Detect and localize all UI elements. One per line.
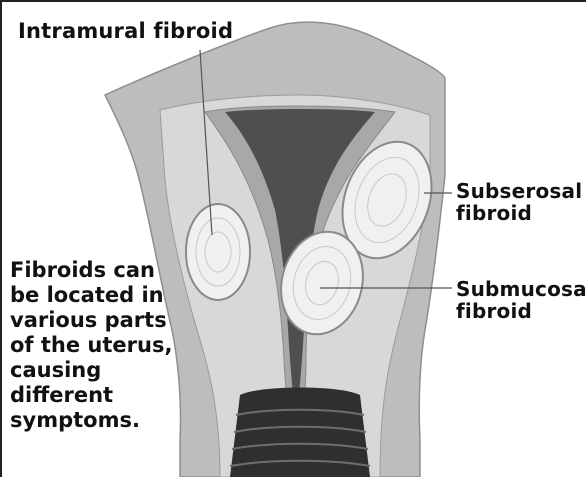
caption-line: of the uterus, <box>10 333 210 358</box>
caption-line: different <box>10 383 210 408</box>
caption-line: causing <box>10 358 210 383</box>
subserosal-label-line1: Subserosal <box>456 180 582 202</box>
submucosal-label-line1: Submucosal <box>456 278 586 300</box>
submucosal-label-line2: fibroid <box>456 300 586 322</box>
subserosal-label-line2: fibroid <box>456 202 582 224</box>
intramural-label: Intramural fibroid <box>18 18 233 44</box>
explanatory-caption: Fibroids can be located in various parts… <box>10 258 210 433</box>
caption-line: various parts <box>10 308 210 333</box>
caption-line: Fibroids can <box>10 258 210 283</box>
caption-line: symptoms. <box>10 408 210 433</box>
caption-line: be located in <box>10 283 210 308</box>
subserosal-label: Subserosal fibroid <box>456 180 582 224</box>
submucosal-label: Submucosal fibroid <box>456 278 586 322</box>
